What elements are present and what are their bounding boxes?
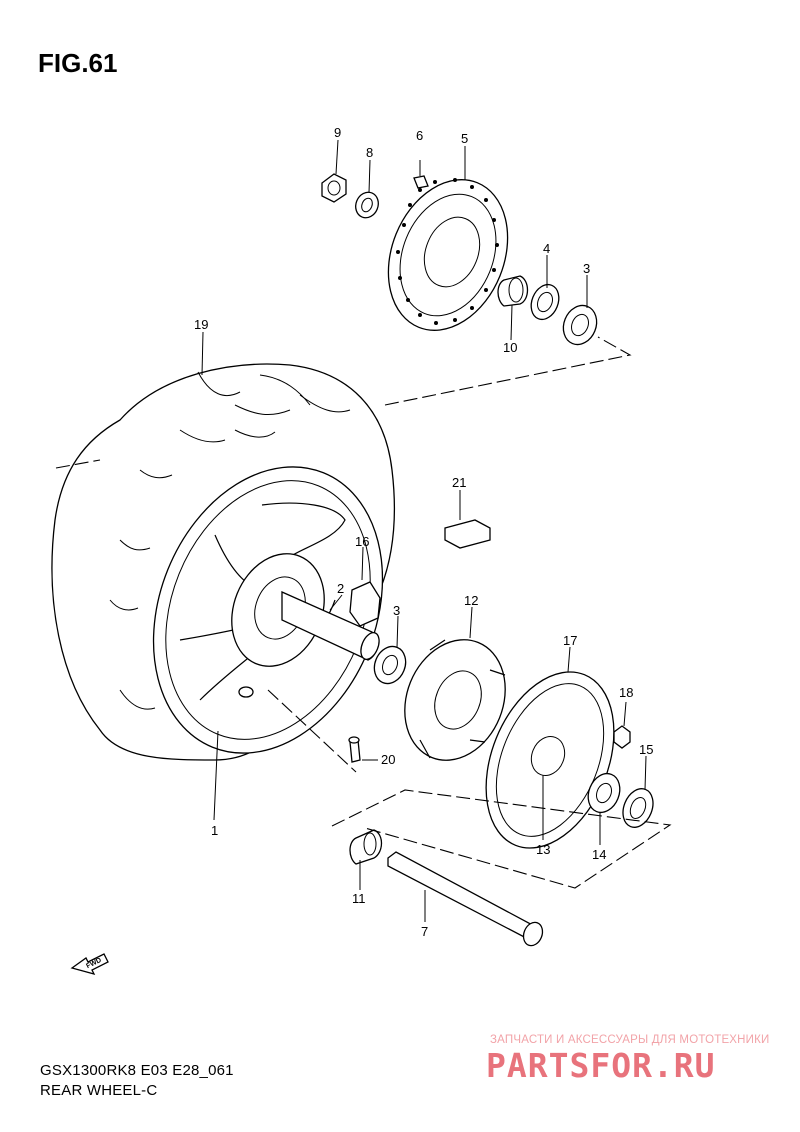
watermark-tagline: ЗАПЧАСТИ И АКСЕССУАРЫ ДЛЯ МОТОТЕХНИКИ [490,1034,770,1046]
fwd-arrow-icon: FWD [70,953,109,976]
sprocket-carrier[interactable] [387,625,522,776]
watermark-brand: PARTSFOR.RU [486,1046,716,1085]
callout-19: 19 [194,317,208,332]
callout-12: 12 [464,593,478,608]
model-code: GSX1300RK8 E03 E28_061 [40,1062,234,1079]
brake-disc[interactable] [367,162,529,349]
callout-1: 1 [211,823,218,838]
callout-3: 3 [393,603,400,618]
balance-weight-21[interactable] [444,519,491,549]
bearing-14[interactable] [583,769,626,817]
bearing-3-mid[interactable] [369,642,411,688]
oil-seal-4[interactable] [526,280,564,323]
callout-5: 5 [461,131,468,146]
callout-3: 3 [583,261,590,276]
spacer-10[interactable] [497,275,529,307]
rear-sprocket[interactable] [462,653,638,867]
callout-8: 8 [366,145,373,160]
bearing-3-top[interactable] [558,300,603,349]
callout-7: 7 [421,924,428,939]
callout-15: 15 [639,742,653,757]
callout-16: 16 [355,534,369,549]
rear-wheel-rim[interactable] [112,432,423,787]
callout-13: 13 [536,842,550,857]
callout-9: 9 [334,125,341,140]
callout-4: 4 [543,241,550,256]
callout-20: 20 [381,752,395,767]
callout-10: 10 [503,340,517,355]
spacer-11[interactable] [349,829,383,865]
washer[interactable] [352,189,382,221]
axle-nut[interactable] [321,173,347,203]
rear-axle[interactable] [387,851,546,948]
callout-6: 6 [416,128,423,143]
figure-title: FIG.61 [38,48,118,78]
callout-2: 2 [337,581,344,596]
callout-14: 14 [592,847,606,862]
callout-18: 18 [619,685,633,700]
callout-11: 11 [352,891,366,906]
damper-16[interactable] [349,581,381,627]
sprocket-nut-18[interactable] [613,725,631,749]
valve-20[interactable] [348,736,361,763]
callout-21: 21 [452,475,466,490]
section-name: REAR WHEEL-C [40,1082,158,1099]
disc-bolt[interactable] [413,160,429,189]
callout-17: 17 [563,633,577,648]
oil-seal-15[interactable] [618,784,659,832]
